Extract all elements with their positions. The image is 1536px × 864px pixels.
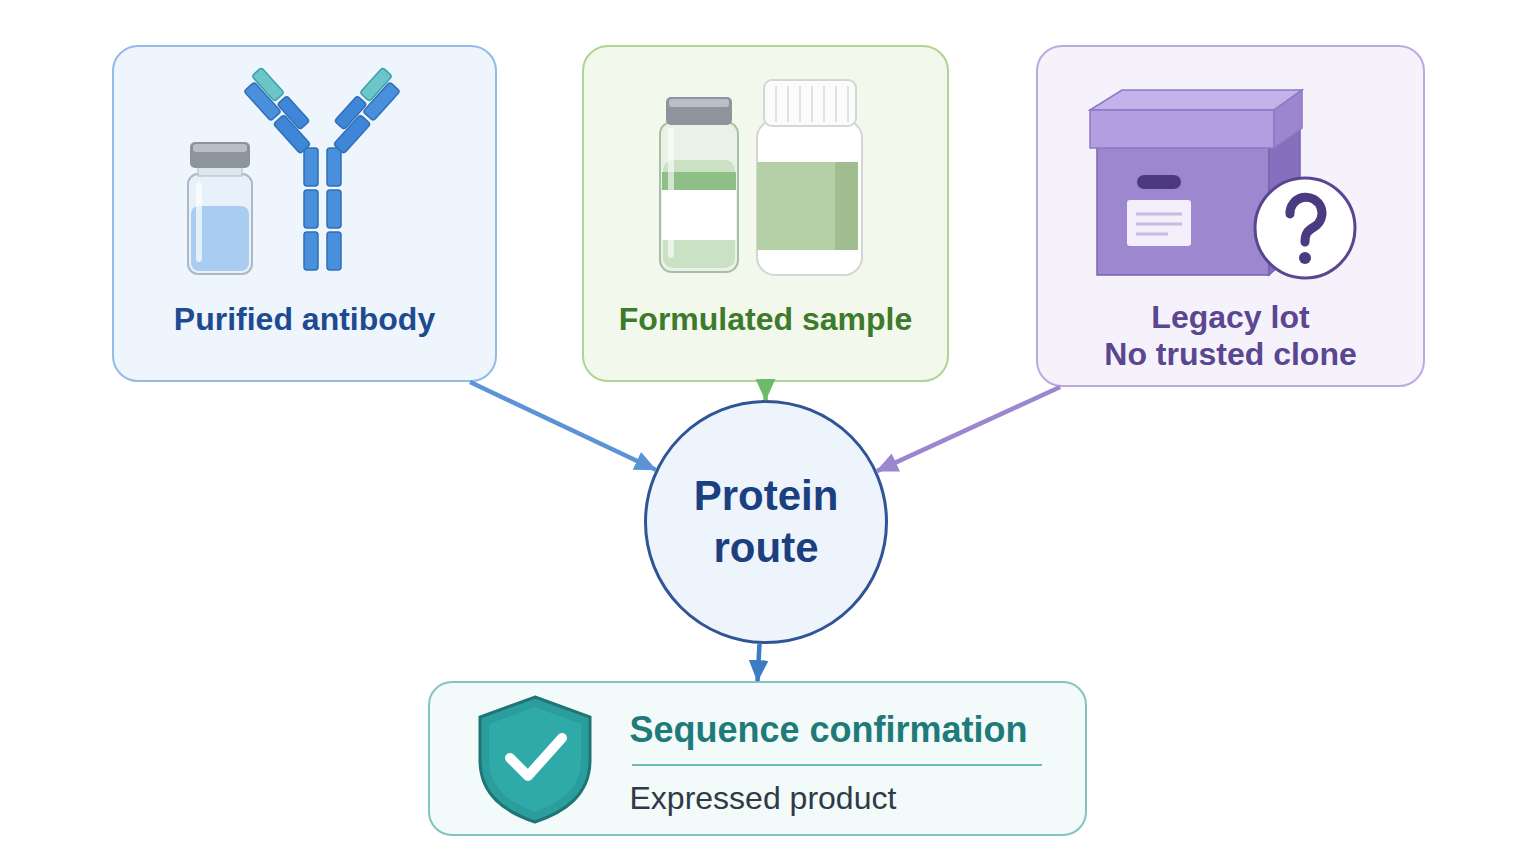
box-handle — [1137, 175, 1181, 189]
node-title: Formulated sample — [584, 299, 947, 339]
shield-check-icon — [480, 697, 590, 822]
box-label-lines — [1136, 214, 1182, 234]
antibody-segment — [327, 190, 341, 228]
vial-body — [188, 174, 252, 274]
antibody-segment — [327, 232, 341, 270]
antibody-segment — [363, 82, 400, 121]
circle-shape — [646, 402, 887, 643]
arrow-connector — [763, 382, 768, 400]
vial-shine — [668, 128, 674, 258]
vial-liquid — [663, 160, 735, 268]
shield — [480, 697, 590, 822]
antibody-segment — [327, 148, 341, 186]
bottle-body — [757, 120, 862, 275]
source-box: Formulated sample — [582, 45, 949, 382]
circle-outline — [644, 400, 888, 644]
source-box: Purified antibody — [112, 45, 497, 382]
vial-body — [660, 122, 738, 272]
box-front — [1097, 140, 1269, 275]
box-label — [1127, 200, 1191, 246]
bottle-cap-ridges — [776, 86, 848, 122]
bottle-icon — [757, 80, 862, 275]
process-circle: Protein route — [644, 400, 888, 644]
box-side — [1269, 118, 1300, 275]
antibody-arm — [322, 67, 404, 153]
question-dot — [1299, 252, 1311, 264]
vial-icon — [188, 142, 252, 274]
antibody-arm — [240, 67, 322, 153]
vial-icon — [660, 97, 738, 272]
question-badge — [1255, 178, 1355, 278]
vial-label — [662, 190, 736, 240]
result-box: Sequence confirmationExpressed product — [428, 681, 1087, 836]
antibody-segment — [273, 115, 310, 154]
bottle-cap — [764, 80, 856, 126]
vial-label-band — [662, 172, 736, 190]
antibody-segment — [304, 148, 318, 186]
antibody-segment — [304, 232, 318, 270]
antibody-segment — [333, 115, 370, 154]
antibody-segment — [334, 96, 366, 130]
antibody-segment — [277, 96, 309, 130]
node-title: Sequence confirmation — [630, 708, 1070, 752]
box-lid-front — [1090, 110, 1274, 148]
antibody-segment — [304, 190, 318, 228]
vial-cap — [190, 142, 250, 168]
vial-shine — [196, 182, 202, 262]
antibody-segment — [252, 67, 284, 101]
arrow-connector — [758, 644, 760, 681]
shield-inner — [489, 707, 581, 812]
node-title: Legacy lot — [1038, 299, 1423, 336]
arrow-connector — [877, 387, 1060, 471]
node-subtitle: Expressed product — [630, 778, 1070, 818]
vial-cap-shine — [193, 144, 247, 152]
node-title: Protein route — [666, 470, 866, 574]
node-subtitle: No trusted clone — [1038, 336, 1423, 373]
divider-line — [632, 764, 1042, 766]
vial-neck — [198, 164, 242, 176]
vial-liquid — [191, 206, 249, 271]
question-mark — [1290, 197, 1322, 242]
box-lid-side — [1274, 90, 1302, 148]
arrow-connector — [470, 382, 656, 470]
node-title: Purified antibody — [114, 299, 495, 339]
source-box: Legacy lotNo trusted clone — [1036, 45, 1425, 387]
antibody-segment — [360, 67, 392, 101]
box-lid-top — [1090, 90, 1302, 110]
check-mark — [510, 738, 562, 776]
archive-box-icon — [1090, 90, 1355, 278]
bottle-label — [757, 162, 858, 250]
antibody-segment — [244, 82, 281, 121]
vial-cap — [666, 97, 732, 125]
bottle-label-shade — [835, 162, 858, 250]
vial-cap-shine — [669, 99, 729, 107]
antibody-icon — [240, 67, 404, 270]
